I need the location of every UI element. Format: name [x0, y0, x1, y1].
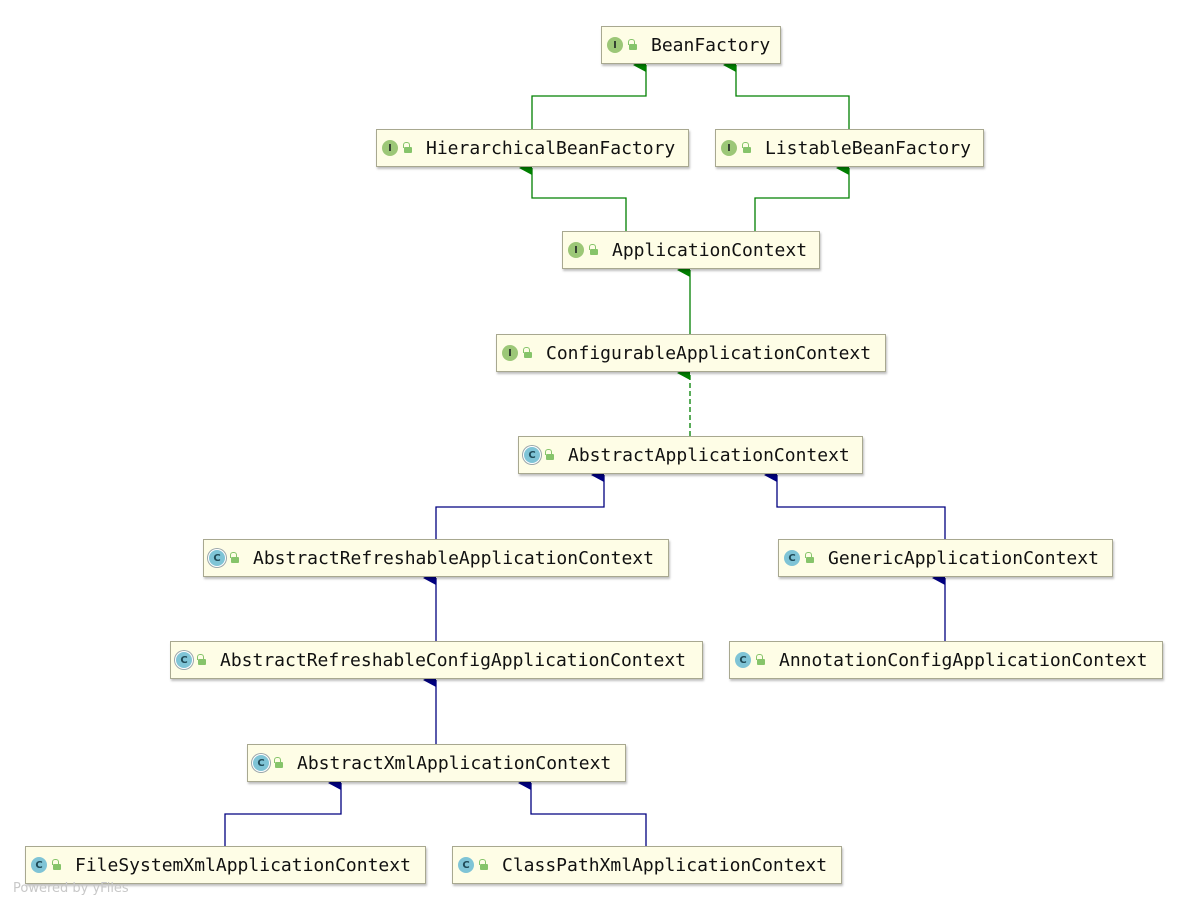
- edge-hierarchical-bean-factory-to-bean-factory: [531, 58, 647, 129]
- edge-listable-bean-factory-to-bean-factory: [723, 58, 850, 129]
- node-configurable-application-context[interactable]: I ConfigurableApplicationContext: [496, 334, 886, 372]
- powered-by-footer: Powered by yFiles: [13, 881, 129, 896]
- edge-class-path-xml-application-context-to-abstract-xml-application-context: [518, 776, 647, 846]
- node-generic-application-context[interactable]: C GenericApplicationContext: [778, 539, 1113, 577]
- interface-icon: I: [607, 37, 623, 53]
- node-label: GenericApplicationContext: [828, 547, 1099, 569]
- abstract-class-icon: C: [524, 447, 540, 463]
- class-icon: C: [31, 857, 47, 873]
- node-label: ListableBeanFactory: [765, 137, 971, 159]
- public-lock-icon: [544, 449, 556, 461]
- interface-icon: I: [721, 140, 737, 156]
- node-label: HierarchicalBeanFactory: [426, 137, 676, 159]
- node-label: BeanFactory: [651, 34, 771, 56]
- node-label: AbstractXmlApplicationContext: [297, 752, 612, 774]
- public-lock-icon: [51, 859, 63, 871]
- edge-generic-application-context-to-abstract-application-context: [764, 468, 946, 539]
- node-label: AbstractRefreshableApplicationContext: [253, 547, 654, 569]
- public-lock-icon: [804, 552, 816, 564]
- node-abstract-application-context[interactable]: C AbstractApplicationContext: [518, 436, 863, 474]
- node-label: ApplicationContext: [612, 239, 808, 261]
- interface-icon: I: [502, 345, 518, 361]
- node-class-path-xml-application-context[interactable]: C ClassPathXmlApplicationContext: [452, 846, 842, 884]
- public-lock-icon: [273, 757, 285, 769]
- node-label: ClassPathXmlApplicationContext: [502, 854, 828, 876]
- public-lock-icon: [741, 142, 753, 154]
- edge-application-context-to-listable-bean-factory: [754, 161, 850, 231]
- public-lock-icon: [755, 654, 767, 666]
- node-label: AnnotationConfigApplicationContext: [779, 649, 1148, 671]
- class-icon: C: [458, 857, 474, 873]
- class-icon: C: [735, 652, 751, 668]
- node-label: FileSystemXmlApplicationContext: [75, 854, 411, 876]
- interface-icon: I: [382, 140, 398, 156]
- public-lock-icon: [478, 859, 490, 871]
- public-lock-icon: [627, 39, 639, 51]
- node-label: ConfigurableApplicationContext: [546, 342, 872, 364]
- edge-file-system-xml-application-context-to-abstract-xml-application-context: [224, 776, 342, 846]
- node-annotation-config-application-context[interactable]: C AnnotationConfigApplicationContext: [729, 641, 1163, 679]
- node-abstract-refreshable-application-context[interactable]: C AbstractRefreshableApplicationContext: [203, 539, 669, 577]
- public-lock-icon: [588, 244, 600, 256]
- public-lock-icon: [229, 552, 241, 564]
- public-lock-icon: [402, 142, 414, 154]
- node-abstract-refreshable-config-application-context[interactable]: C AbstractRefreshableConfigApplicationCo…: [170, 641, 703, 679]
- node-hierarchical-bean-factory[interactable]: I HierarchicalBeanFactory: [376, 129, 689, 167]
- node-bean-factory[interactable]: I BeanFactory: [601, 26, 781, 64]
- node-label: AbstractApplicationContext: [568, 444, 850, 466]
- class-icon: C: [784, 550, 800, 566]
- interface-icon: I: [568, 242, 584, 258]
- abstract-class-icon: C: [253, 755, 269, 771]
- public-lock-icon: [196, 654, 208, 666]
- node-file-system-xml-application-context[interactable]: C FileSystemXmlApplicationContext: [25, 846, 426, 884]
- node-abstract-xml-application-context[interactable]: C AbstractXmlApplicationContext: [247, 744, 626, 782]
- edge-abstract-refreshable-application-context-to-abstract-application-context: [435, 468, 605, 539]
- abstract-class-icon: C: [176, 652, 192, 668]
- node-label: AbstractRefreshableConfigApplicationCont…: [220, 649, 686, 671]
- abstract-class-icon: C: [209, 550, 225, 566]
- public-lock-icon: [522, 347, 534, 359]
- node-application-context[interactable]: I ApplicationContext: [562, 231, 820, 269]
- node-listable-bean-factory[interactable]: I ListableBeanFactory: [715, 129, 984, 167]
- edge-application-context-to-hierarchical-bean-factory: [519, 161, 627, 231]
